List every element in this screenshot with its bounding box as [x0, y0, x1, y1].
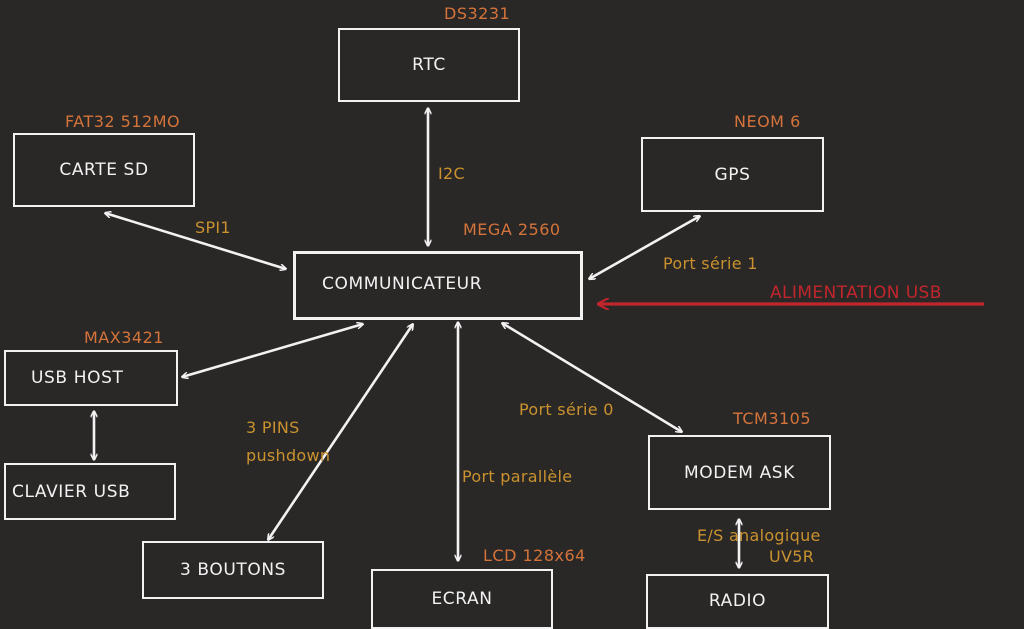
- pushdown-label: pushdown: [246, 446, 331, 465]
- usb-host-label: USB HOST: [31, 368, 124, 388]
- modem-box: MODEM ASK: [648, 435, 831, 510]
- screen-box: ECRAN: [371, 569, 553, 629]
- communicator-chip-label: MEGA 2560: [463, 220, 561, 239]
- usb-host-chip-label: MAX3421: [84, 328, 164, 347]
- communicator-label: COMMUNICATEUR: [322, 274, 483, 294]
- serial1-label: Port série 1: [663, 254, 758, 273]
- pins-label: 3 PINS: [246, 418, 300, 437]
- buttons-box: 3 BOUTONS: [142, 541, 324, 599]
- rtc-label: RTC: [412, 55, 446, 75]
- power-label: ALIMENTATION USB: [770, 283, 942, 303]
- screen-chip-label: LCD 128x64: [483, 546, 586, 565]
- gps-label: GPS: [714, 164, 751, 185]
- communicator-box: COMMUNICATEUR: [293, 251, 583, 320]
- buttons-label: 3 BOUTONS: [179, 560, 287, 580]
- link-buttons-pins: [268, 324, 413, 540]
- modem-label: MODEM ASK: [684, 462, 795, 483]
- gps-chip-label: NEOM 6: [734, 112, 801, 131]
- sd-chip-label: FAT32 512MO: [65, 112, 181, 131]
- radio-label: RADIO: [708, 591, 767, 611]
- link-usbhost-main: [182, 324, 363, 377]
- radio-chip-label: UV5R: [769, 547, 815, 566]
- sd-card-label: CARTE SD: [59, 160, 149, 180]
- modem-chip-label: TCM3105: [733, 409, 812, 428]
- screen-label: ECRAN: [431, 589, 493, 609]
- rtc-chip-label: DS3231: [444, 4, 511, 23]
- rtc-box: RTC: [338, 28, 520, 102]
- radio-box: RADIO: [646, 574, 829, 629]
- i2c-label: I2C: [438, 164, 465, 183]
- serial0-label: Port série 0: [519, 400, 614, 419]
- link-modem-serial0: [502, 323, 682, 432]
- usb-host-box: USB HOST: [4, 350, 178, 406]
- usb-keyboard-box: CLAVIER USB: [4, 463, 176, 520]
- gps-box: GPS: [641, 137, 824, 212]
- usb-keyboard-label: CLAVIER USB: [12, 481, 131, 502]
- link-sd-spi: [105, 213, 286, 269]
- link-gps-serial1: [589, 216, 700, 279]
- sd-card-box: CARTE SD: [13, 133, 195, 207]
- analog-label: E/S analogique: [697, 526, 821, 545]
- spi-label: SPI1: [195, 218, 231, 237]
- parallel-label: Port parallèle: [462, 467, 573, 486]
